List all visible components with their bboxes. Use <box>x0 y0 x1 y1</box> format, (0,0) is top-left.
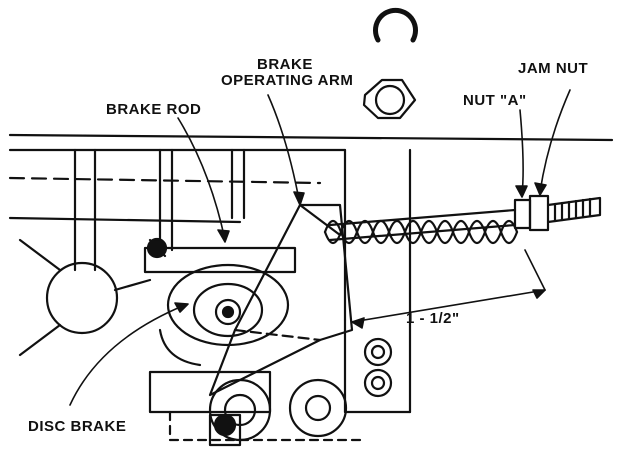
frame-plate <box>343 148 412 414</box>
label-brake-operating-arm-1: BRAKE <box>257 56 313 73</box>
brake-rod <box>143 237 297 274</box>
label-brake-rod: BRAKE ROD <box>106 101 202 118</box>
label-dimension: 1 - 1/2" <box>406 310 460 327</box>
lower-assembly <box>148 370 362 447</box>
label-nut-a: NUT "A" <box>463 92 527 109</box>
label-brake-operating-arm-2: OPERATING ARM <box>221 72 354 89</box>
disc-brake <box>158 263 290 367</box>
operating-arm <box>208 203 354 397</box>
frame-rails <box>8 133 614 224</box>
hex-nut-part <box>362 78 417 120</box>
threaded-rod <box>513 194 602 232</box>
left-pulley <box>18 238 152 357</box>
retaining-clip <box>373 7 418 43</box>
leader-lines <box>69 89 571 406</box>
frame-posts <box>73 148 246 272</box>
label-disc-brake: DISC BRAKE <box>28 418 127 435</box>
label-jam-nut: JAM NUT <box>518 60 589 77</box>
spring <box>323 208 519 245</box>
